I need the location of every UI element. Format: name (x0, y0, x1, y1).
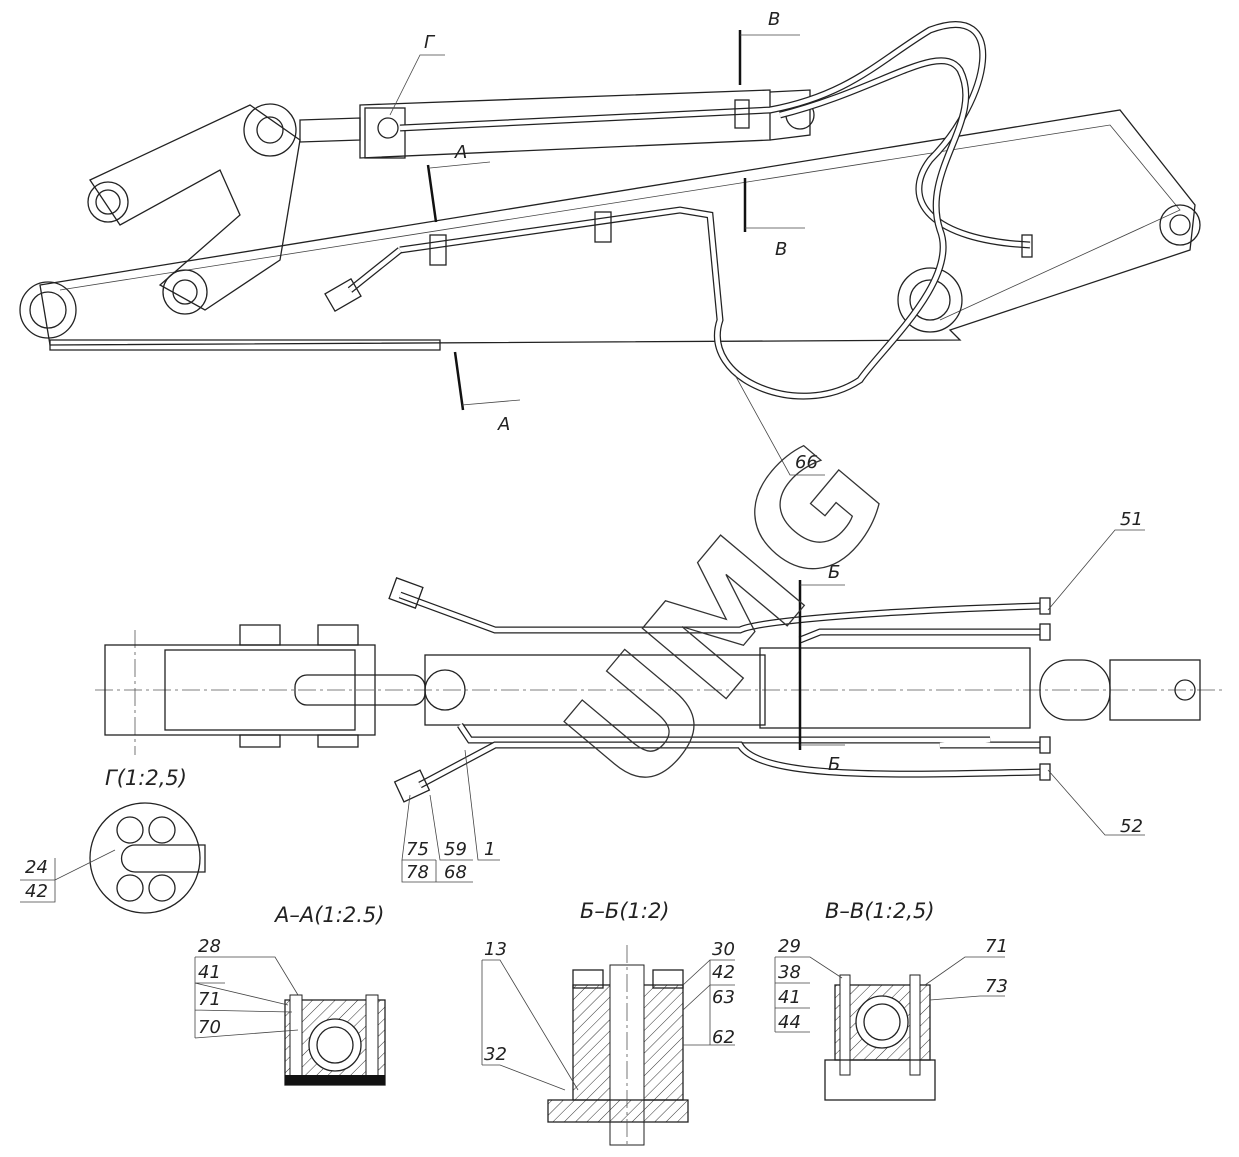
label-28: 28 (198, 936, 221, 957)
label-44: 44 (778, 1012, 801, 1033)
section-mark-g: Г (424, 32, 436, 53)
boom-plan-view: Б Б 51 52 75 78 59 68 1 (95, 509, 1225, 883)
label-13: 13 (484, 939, 507, 960)
label-32: 32 (484, 1044, 507, 1065)
label-73: 73 (985, 976, 1008, 997)
callout-51: 51 (1120, 509, 1143, 530)
section-vv: В–В(1:2,5) 29 38 41 44 71 73 (774, 899, 1008, 1101)
label-70: 70 (198, 1017, 221, 1038)
callout-1: 1 (484, 839, 495, 860)
section-mark-v-top: В (768, 9, 780, 30)
section-mark-b-top: Б (828, 562, 840, 583)
watermark: UMG (533, 412, 920, 826)
callout-24: 24 (25, 857, 48, 878)
boom-side-view: В В А А Г 66 (19, 9, 1201, 476)
callout-66: 66 (795, 452, 818, 473)
section-mark-b-bottom: Б (828, 754, 840, 775)
callout-42: 42 (25, 881, 48, 902)
label-29: 29 (778, 936, 801, 957)
section-aa-labels: 28 41 71 70 (198, 936, 221, 1038)
label-30: 30 (712, 939, 735, 960)
label-41: 41 (198, 962, 221, 983)
label-71: 71 (985, 936, 1008, 957)
section-vv-labels: 29 38 41 44 71 73 (778, 936, 1008, 1033)
callout-78: 78 (406, 862, 429, 883)
section-aa-title: А–А(1:2.5) (273, 903, 384, 927)
label-71: 71 (198, 989, 221, 1010)
section-vv-title: В–В(1:2,5) (825, 899, 935, 923)
label-38: 38 (778, 962, 801, 983)
section-bb-labels: 13 32 30 42 63 62 (484, 939, 735, 1065)
section-mark-a-top: А (454, 142, 467, 163)
callout-52: 52 (1120, 816, 1143, 837)
section-bb-title: Б–Б(1:2) (580, 899, 670, 923)
callout-59: 59 (444, 839, 467, 860)
section-mark-v-bottom: В (775, 239, 787, 260)
label-63: 63 (712, 987, 735, 1008)
label-41: 41 (778, 987, 801, 1008)
label-42: 42 (712, 962, 735, 983)
callout-68: 68 (444, 862, 467, 883)
section-aa: А–А(1:2.5) 28 41 71 70 (194, 903, 386, 1086)
section-mark-a-bottom: А (497, 414, 510, 435)
view-g-title: Г(1:2,5) (105, 766, 187, 790)
section-bb: Б–Б(1:2) 13 32 30 42 63 62 (481, 899, 735, 1146)
view-g: Г(1:2,5) 24 42 (20, 766, 206, 914)
callout-75: 75 (406, 839, 429, 860)
label-62: 62 (712, 1027, 735, 1048)
